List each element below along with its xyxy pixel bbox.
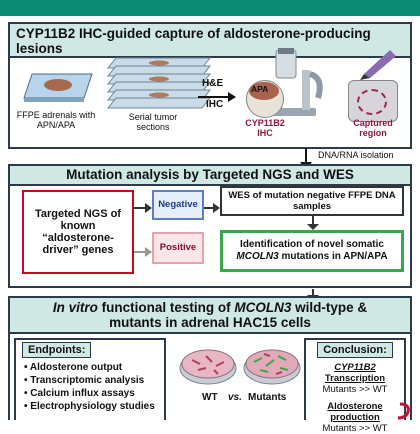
- conclusion-1-title: CYP11B2 Transcription: [324, 362, 386, 384]
- mutation-panel-title: Mutation analysis by Targeted NGS and WE…: [10, 166, 410, 186]
- wes-box: WES of mutation negative FFPE DNA sample…: [220, 186, 404, 216]
- endpoints-box: Endpoints: • Aldosterone output • Transc…: [14, 338, 166, 420]
- sections-label: Serial tumor sections: [128, 112, 178, 132]
- negative-box: Negative: [152, 190, 204, 220]
- pen-icon: [356, 46, 402, 80]
- wt-label: WT: [202, 392, 218, 403]
- invitro-panel-title: In vitro functional testing of MCOLN3 wi…: [10, 298, 410, 334]
- conclusion-1-result: Mutants >> WT: [322, 384, 388, 395]
- identification-line2: mutations in APN/APA: [281, 251, 388, 262]
- conclusion-title: Conclusion:: [317, 342, 393, 358]
- header-bar: [0, 0, 420, 16]
- stain-he-label: H&E: [202, 78, 224, 89]
- apa-label: APA: [251, 84, 269, 94]
- stain-ihc-label: IHC: [206, 99, 224, 110]
- arrow-right-icon: [134, 244, 152, 257]
- arrow-right-icon: [134, 200, 152, 213]
- endpoint-item: • Aldosterone output: [24, 362, 123, 373]
- captured-region-image: [348, 80, 398, 122]
- sections-stack-icon: [102, 54, 212, 122]
- red-accent-mark: [396, 402, 412, 420]
- positive-box: Positive: [152, 232, 204, 264]
- conclusion-2-title: Aldosterone production: [327, 401, 383, 423]
- identification-line1: Identification of novel somatic: [240, 239, 384, 250]
- endpoint-item: • Calcium influx assays: [24, 388, 135, 399]
- apa-lesion: [249, 82, 279, 100]
- conclusion-box: Conclusion: CYP11B2 Transcription Mutant…: [304, 338, 406, 434]
- petri-dish-icon: [178, 344, 238, 388]
- slide-icon: [22, 68, 94, 108]
- mutants-label: Mutants: [248, 392, 287, 403]
- petri-dish-icon: [242, 344, 302, 388]
- capture-panel-title: CYP11B2 IHC-guided capture of aldosteron…: [10, 24, 410, 58]
- endpoint-item: • Electrophysiology studies: [24, 401, 155, 412]
- arrow-right-icon: [198, 89, 236, 102]
- cyp-ihc-label: CYP11B2 IHC: [245, 118, 285, 138]
- conclusion-2-result: Mutants >> WT: [322, 423, 388, 434]
- arrow-down-icon: [307, 216, 319, 230]
- vs-label: vs.: [228, 392, 242, 403]
- arrow-right-icon: [204, 200, 220, 213]
- microscope-icon: [258, 48, 330, 118]
- captured-label: Captured region: [353, 118, 393, 138]
- isolation-label: DNA/RNA isolation: [318, 150, 394, 160]
- endpoints-title: Endpoints:: [22, 342, 92, 358]
- identification-box: Identification of novel somatic MCOLN3 m…: [220, 230, 404, 272]
- identification-gene: MCOLN3: [236, 251, 279, 262]
- endpoint-item: • Transcriptomic analysis: [24, 375, 145, 386]
- ngs-box: Targeted NGS of known “aldosterone-drive…: [22, 190, 134, 274]
- ffpe-label: FFPE adrenals with APN/APA: [16, 110, 96, 130]
